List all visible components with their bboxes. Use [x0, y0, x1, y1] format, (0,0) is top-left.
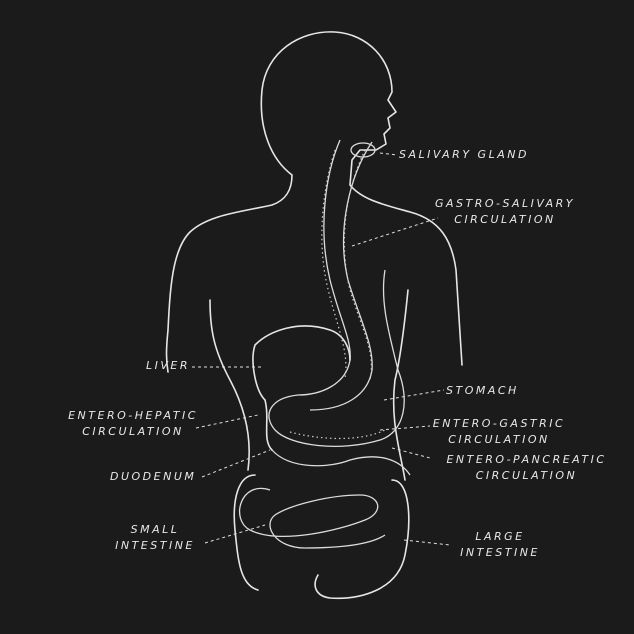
label-gastro-salivary: Gastro-Salivary Circulation	[420, 196, 590, 228]
label-large-intestine-line2: Intestine	[440, 545, 560, 561]
label-salivary-gland: Salivary Gland	[399, 147, 529, 163]
label-liver: Liver	[146, 358, 190, 374]
esophagus-inner	[310, 142, 372, 410]
label-entero-hepatic-line2: Circulation	[58, 424, 208, 440]
label-entero-gastric-line1: Entero-Gastric	[424, 416, 574, 432]
label-large-intestine: Large Intestine	[440, 529, 560, 561]
label-entero-hepatic-line1: Entero-Hepatic	[58, 408, 208, 424]
label-duodenum: Duodenum	[110, 469, 196, 485]
duodenum-loop	[272, 450, 410, 475]
label-entero-pancreatic: Entero-Pancreatic Circulation	[424, 452, 629, 484]
label-large-intestine-line1: Large	[440, 529, 560, 545]
label-entero-gastric: Entero-Gastric Circulation	[424, 416, 574, 448]
entero-gastric-path	[290, 430, 385, 439]
stomach-outline	[269, 270, 404, 446]
esophagus	[298, 140, 350, 395]
leader-salivary	[380, 153, 397, 155]
label-entero-pancreatic-line1: Entero-Pancreatic	[424, 452, 629, 468]
label-entero-hepatic: Entero-Hepatic Circulation	[58, 408, 208, 440]
gastro-salivary-path-2	[344, 150, 371, 380]
label-gastro-salivary-line2: Circulation	[420, 212, 590, 228]
label-small-intestine-line1: Small	[100, 522, 210, 538]
gastro-salivary-path	[322, 150, 346, 378]
leader-entero-gastric	[380, 426, 430, 430]
leader-duodenum	[202, 450, 270, 477]
small-intestine	[240, 488, 385, 548]
label-entero-gastric-line2: Circulation	[424, 432, 574, 448]
label-stomach: Stomach	[446, 383, 519, 399]
label-entero-pancreatic-line2: Circulation	[424, 468, 629, 484]
label-small-intestine-line2: Intestine	[100, 538, 210, 554]
liver-outline	[253, 326, 350, 450]
label-gastro-salivary-line1: Gastro-Salivary	[420, 196, 590, 212]
body-outline	[167, 32, 463, 480]
label-small-intestine: Small Intestine	[100, 522, 210, 554]
